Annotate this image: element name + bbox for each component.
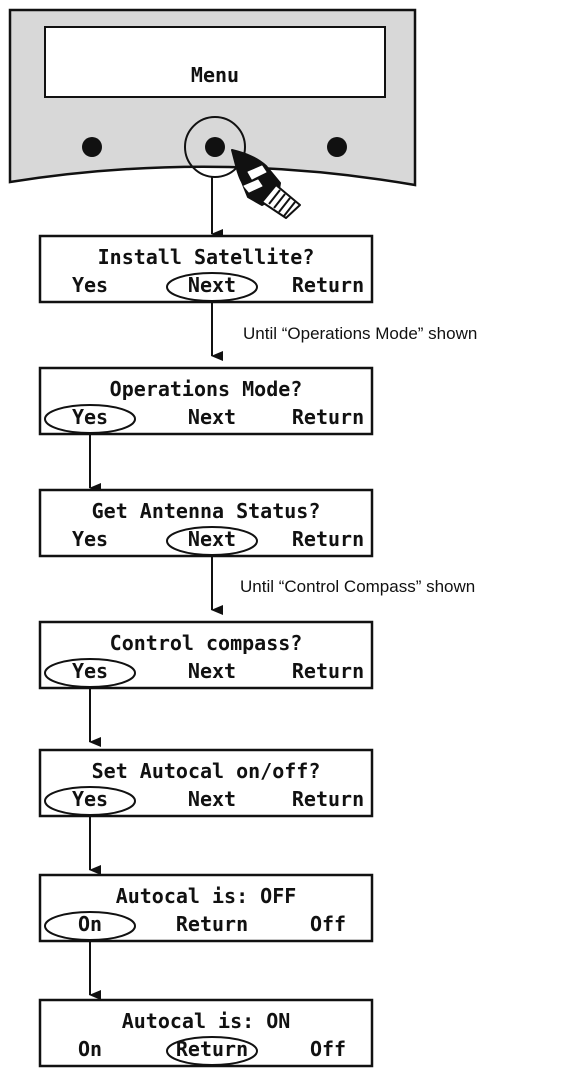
option-return[interactable]: Return <box>292 273 364 297</box>
right-button[interactable] <box>327 137 347 157</box>
option-on[interactable]: On <box>78 1037 102 1061</box>
option-off[interactable]: Off <box>310 1037 346 1061</box>
option-return[interactable]: Return <box>292 787 364 811</box>
option-yes[interactable]: Yes <box>72 273 108 297</box>
option-yes[interactable]: Yes <box>72 405 108 429</box>
option-yes[interactable]: Yes <box>72 527 108 551</box>
selection-ellipse <box>44 786 136 816</box>
option-yes[interactable]: Yes <box>72 787 108 811</box>
option-yes[interactable]: Yes <box>72 659 108 683</box>
select-button[interactable] <box>205 137 225 157</box>
option-on[interactable]: On <box>78 912 102 936</box>
note-until-operations: Until “Operations Mode” shown <box>243 324 477 343</box>
note-until-compass: Until “Control Compass” shown <box>240 577 475 596</box>
option-return[interactable]: Return <box>292 659 364 683</box>
selection-ellipse <box>166 1036 258 1066</box>
option-next[interactable]: Next <box>188 405 236 429</box>
selection-ellipse <box>166 272 258 302</box>
screen-title: Control compass? <box>110 631 303 655</box>
device-panel: Menu <box>8 8 417 187</box>
option-next[interactable]: Next <box>188 787 236 811</box>
screen-autocal-on: Autocal is: ON On Return Off <box>38 998 374 1068</box>
device-display-text: Menu <box>191 63 239 87</box>
option-return[interactable]: Return <box>292 405 364 429</box>
select-button-highlight <box>184 116 246 178</box>
screen-title: Operations Mode? <box>110 377 303 401</box>
option-next[interactable]: Next <box>188 659 236 683</box>
screen-title: Install Satellite? <box>98 245 315 269</box>
device-display <box>44 26 386 98</box>
screen-title: Autocal is: ON <box>122 1009 291 1033</box>
pointing-hand-icon <box>231 149 301 219</box>
option-return[interactable]: Return <box>292 527 364 551</box>
selection-ellipse <box>44 404 136 434</box>
selection-ellipse <box>44 658 136 688</box>
screen-title: Set Autocal on/off? <box>92 759 321 783</box>
selection-ellipse <box>44 911 136 941</box>
screen-autocal-off: Autocal is: OFF On Return Off <box>38 873 374 943</box>
screen-title: Get Antenna Status? <box>92 499 321 523</box>
screen-set-autocal: Set Autocal on/off? Yes Next Return <box>38 748 374 818</box>
option-return[interactable]: Return <box>176 912 248 936</box>
option-off[interactable]: Off <box>310 912 346 936</box>
option-return[interactable]: Return <box>176 1037 248 1061</box>
screen-control-compass: Control compass? Yes Next Return <box>38 620 374 690</box>
left-button[interactable] <box>82 137 102 157</box>
screen-get-antenna-status: Get Antenna Status? Yes Next Return <box>38 488 374 558</box>
option-next[interactable]: Next <box>188 273 236 297</box>
selection-ellipse <box>166 526 258 556</box>
screen-title: Autocal is: OFF <box>116 884 297 908</box>
screen-operations-mode: Operations Mode? Yes Next Return <box>38 366 374 436</box>
screen-install-satellite: Install Satellite? Yes Next Return <box>38 234 374 304</box>
option-next[interactable]: Next <box>188 527 236 551</box>
flow-arrows <box>89 177 223 1000</box>
